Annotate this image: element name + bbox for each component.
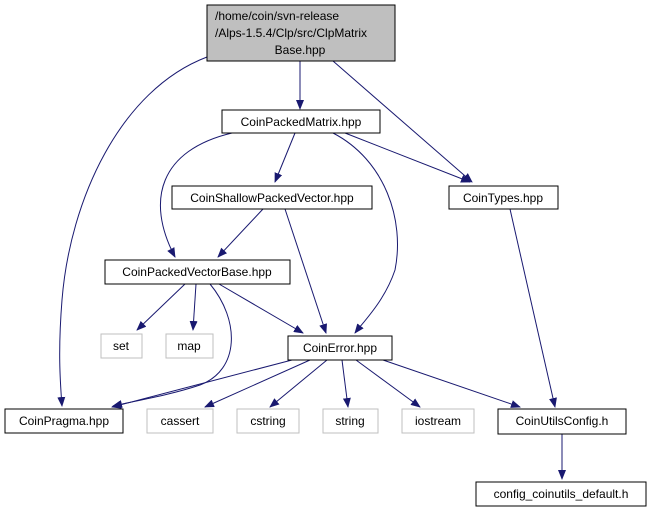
edge-coin-packed-vector-base-to-set — [136, 283, 186, 331]
node-cstring[interactable]: cstring — [236, 408, 300, 434]
node-map[interactable]: map — [165, 333, 214, 359]
node-coin-packed-vector-base[interactable]: CoinPackedVectorBase.hpp — [104, 259, 291, 285]
node-root-clp-matrix-base[interactable]: /home/coin/svn-release /Alps-1.5.4/Clp/s… — [206, 4, 396, 62]
node-coin-utils-config[interactable]: CoinUtilsConfig.h — [497, 408, 627, 435]
edge-coin-packed-matrix-to-coin-packed-vector-base — [160, 132, 233, 258]
edge-coin-error-to-coin-pragma — [111, 359, 293, 409]
edge-coin-shallow-packed-vector-to-coin-error — [284, 208, 327, 334]
node-set-label: set — [113, 339, 130, 353]
edge-root-to-coin-types — [332, 60, 473, 183]
node-cassert-label: cassert — [161, 414, 200, 428]
nodes: /home/coin/svn-release /Alps-1.5.4/Clp/s… — [4, 4, 647, 507]
edge-coin-error-to-coin-utils-config — [382, 359, 521, 408]
edge-coin-shallow-packed-vector-to-coin-packed-vector-base — [217, 208, 264, 258]
node-coin-error[interactable]: CoinError.hpp — [287, 335, 393, 361]
node-coin-types-label: CoinTypes.hpp — [463, 191, 543, 205]
edge-coin-error-to-cstring — [269, 359, 328, 408]
node-iostream[interactable]: iostream — [401, 408, 475, 434]
edge-coin-error-to-iostream — [355, 359, 421, 408]
node-coin-packed-matrix[interactable]: CoinPackedMatrix.hpp — [221, 109, 381, 134]
node-config-coinutils-default[interactable]: config_coinutils_default.h — [475, 481, 647, 507]
edge-coin-packed-vector-base-to-coin-error — [218, 283, 304, 334]
edge-coin-packed-matrix-to-coin-error — [332, 132, 398, 334]
node-iostream-label: iostream — [415, 414, 461, 428]
node-map-label: map — [177, 339, 201, 353]
edge-root-to-coin-pragma — [57, 56, 208, 407]
edge-coin-error-to-cassert — [204, 359, 311, 408]
node-coin-error-label: CoinError.hpp — [303, 341, 377, 355]
edge-coin-error-to-string — [341, 359, 351, 408]
edge-coin-packed-vector-base-to-coin-pragma — [112, 283, 232, 408]
node-cstring-label: cstring — [250, 414, 285, 428]
node-coin-shallow-packed-vector[interactable]: CoinShallowPackedVector.hpp — [171, 185, 373, 210]
node-root-line-1: /home/coin/svn-release — [215, 9, 339, 23]
node-cassert[interactable]: cassert — [146, 408, 214, 434]
edge-coin-types-to-coin-utils-config — [509, 208, 557, 408]
node-coin-packed-matrix-label: CoinPackedMatrix.hpp — [241, 115, 362, 129]
node-coin-pragma[interactable]: CoinPragma.hpp — [4, 408, 124, 434]
node-coin-pragma-label: CoinPragma.hpp — [19, 414, 109, 428]
node-set[interactable]: set — [100, 333, 143, 359]
edge-coin-packed-matrix-to-coin-types — [344, 132, 471, 183]
node-string-label: string — [335, 414, 364, 428]
node-root-line-3: Base.hpp — [275, 43, 326, 57]
node-coin-shallow-packed-vector-label: CoinShallowPackedVector.hpp — [190, 191, 354, 205]
node-coin-packed-vector-base-label: CoinPackedVectorBase.hpp — [122, 265, 272, 279]
edges — [57, 56, 566, 480]
node-config-coinutils-default-label: config_coinutils_default.h — [494, 487, 629, 501]
edge-coin-packed-matrix-to-coin-shallow-packed-vector — [274, 132, 296, 183]
node-coin-types[interactable]: CoinTypes.hpp — [448, 185, 559, 210]
edge-coin-packed-vector-base-to-map — [189, 283, 198, 331]
node-root-line-2: /Alps-1.5.4/Clp/src/ClpMatrix — [215, 26, 367, 40]
node-coin-utils-config-label: CoinUtilsConfig.h — [516, 414, 609, 428]
node-string[interactable]: string — [322, 408, 379, 434]
